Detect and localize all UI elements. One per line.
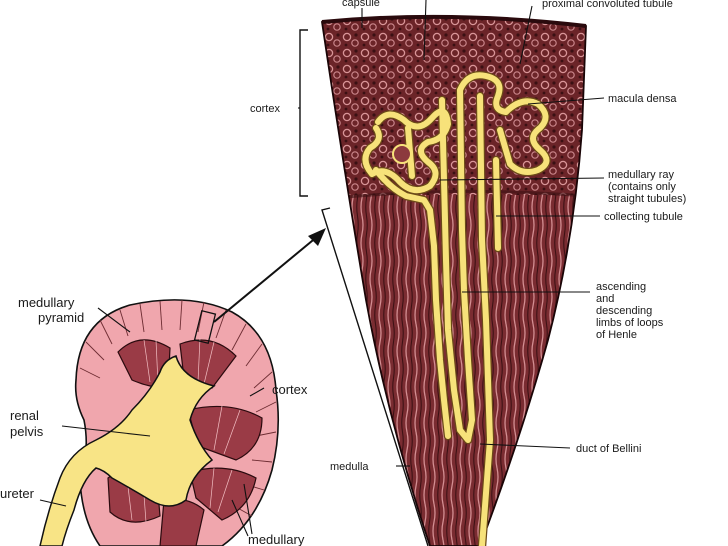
- label-macula-densa: macula densa: [608, 93, 677, 105]
- label-medullary-ray: medullary ray: [608, 169, 675, 181]
- label-medulla: medulla: [330, 461, 369, 473]
- label-renal-pelvis-2: pelvis: [10, 424, 44, 439]
- label-renal-pelvis-1: renal: [10, 408, 39, 423]
- label-kidney-medullary: medullary: [248, 532, 305, 546]
- label-loops-2: and: [596, 293, 614, 305]
- label-loops-1: ascending: [596, 281, 646, 293]
- label-proximal-convoluted-tubule: proximal convoluted tubule: [542, 0, 673, 10]
- label-loops-5: of Henle: [596, 329, 637, 341]
- magnify-arrow: [213, 228, 326, 323]
- leader-lines: [39, 0, 605, 537]
- renal-pelvis: [39, 355, 216, 546]
- label-medullary-ray-note-2: straight tubules): [608, 193, 686, 205]
- label-kidney-cortex: cortex: [272, 382, 308, 397]
- glomerulus: [392, 144, 412, 164]
- label-loops-3: descending: [596, 305, 652, 317]
- label-medullary-ray-note-1: (contains only: [608, 181, 676, 193]
- label-capsule: capsule: [342, 0, 380, 9]
- label-cortex-section: cortex: [250, 103, 280, 115]
- label-loops-4: limbs of loops: [596, 317, 664, 329]
- label-medullary-pyramid-1: medullary: [18, 295, 75, 310]
- label-ureter: ureter: [0, 486, 35, 501]
- kidney-section: [39, 299, 280, 546]
- sample-box: [193, 309, 217, 345]
- label-collecting-tubule: collecting tubule: [604, 211, 683, 223]
- brackets: [299, 29, 429, 546]
- labels: capsule proximal convoluted tubule corte…: [0, 0, 686, 546]
- capsule-band: [321, 14, 587, 28]
- label-duct-of-bellini: duct of Bellini: [576, 443, 641, 455]
- label-medullary-pyramid-2: pyramid: [38, 310, 84, 325]
